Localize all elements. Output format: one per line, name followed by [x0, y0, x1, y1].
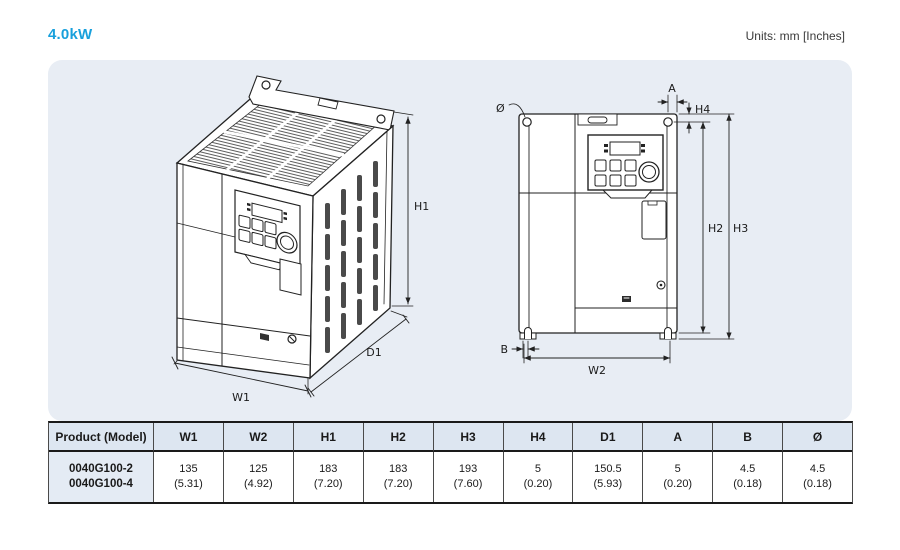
table-header-product: Product (Model) — [49, 423, 153, 452]
value-cell-h3: 193(7.60) — [432, 452, 503, 502]
dim-label-h2: H2 — [708, 222, 723, 235]
dim-b — [511, 340, 540, 359]
model-line-2: 0040G100-4 — [69, 478, 133, 490]
dim-label-a: A — [668, 82, 676, 95]
front-latch — [622, 296, 631, 302]
dim-h1 — [391, 111, 414, 307]
dim-w1 — [171, 356, 312, 398]
value-cell-a: 5(0.20) — [642, 452, 713, 502]
iso-keypad-display — [251, 202, 283, 224]
dim-h2 — [678, 121, 711, 334]
front-mount-feet — [519, 327, 677, 340]
front-view-drawing: Ø A H4 H2 H3 — [496, 82, 748, 377]
front-keypad — [587, 134, 664, 191]
table-header-h3: H3 — [432, 423, 503, 452]
table-header-h4: H4 — [502, 423, 573, 452]
iso-keypad — [234, 189, 301, 271]
dim-label-h4: H4 — [695, 103, 710, 116]
iso-door-cover — [279, 258, 302, 296]
table-header-w2: W2 — [222, 423, 293, 452]
iso-keypad-buttons — [238, 214, 277, 250]
value-cell-b: 4.5(0.18) — [712, 452, 783, 502]
table-header-diameter: Ø — [782, 423, 852, 452]
value-cell-w2: 125(4.92) — [222, 452, 293, 502]
dim-a — [657, 94, 688, 113]
front-door-cover — [641, 200, 667, 240]
value-cell-diameter: 4.5(0.18) — [782, 452, 852, 502]
model-line-1: 0040G100-2 — [69, 463, 133, 475]
dim-w2 — [523, 340, 671, 364]
table-header-w1: W1 — [153, 423, 223, 452]
front-keypad-buttons — [594, 159, 637, 187]
model-cell: 0040G100-2 0040G100-4 — [49, 452, 153, 502]
iso-latch — [260, 333, 269, 341]
iso-side-vents — [325, 161, 378, 353]
table-header-h2: H2 — [362, 423, 433, 452]
dimension-table: Product (Model) W1 W2 H1 H2 H3 H4 D1 A B… — [48, 421, 853, 504]
dim-label-w2: W2 — [588, 364, 606, 377]
table-header-a: A — [642, 423, 713, 452]
table-header-h1: H1 — [292, 423, 363, 452]
dim-h3 — [678, 113, 735, 340]
dim-label-d1: D1 — [366, 346, 381, 359]
dim-label-diameter: Ø — [496, 102, 505, 115]
value-cell-h2: 183(7.20) — [362, 452, 433, 502]
table-header-d1: D1 — [572, 423, 643, 452]
value-cell-d1: 150.5(5.93) — [572, 452, 643, 502]
table-header-b: B — [712, 423, 783, 452]
value-cell-w1: 135(5.31) — [153, 452, 223, 502]
iso-view-drawing: H1 W1 D1 — [171, 75, 429, 404]
front-mount-hole-right — [663, 117, 673, 127]
front-keypad-display — [609, 141, 641, 156]
units-label: Units: mm [Inches] — [745, 29, 845, 43]
dim-d1 — [307, 310, 410, 397]
dim-label-w1: W1 — [232, 391, 250, 404]
value-cell-h4: 5(0.20) — [502, 452, 573, 502]
iso-screw-hole-right — [376, 114, 386, 124]
dim-label-b: B — [500, 343, 508, 356]
front-mount-hole-left — [522, 117, 532, 127]
value-cell-h1: 183(7.20) — [292, 452, 363, 502]
iso-mounting-bracket — [248, 75, 395, 131]
dim-label-h1: H1 — [414, 200, 429, 213]
page-title: 4.0kW — [48, 26, 93, 43]
iso-screw-hole-left — [261, 80, 271, 90]
dim-label-h3: H3 — [733, 222, 748, 235]
